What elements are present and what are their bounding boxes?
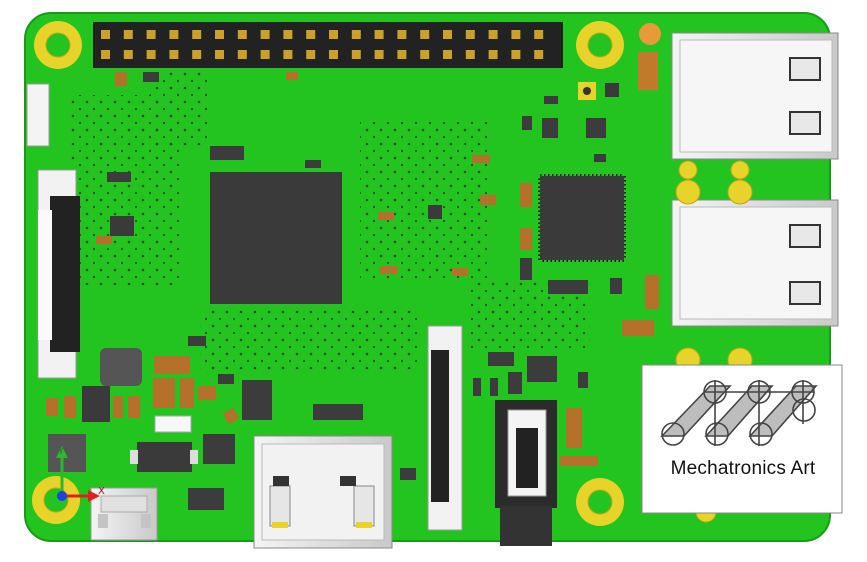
via-field — [70, 70, 590, 370]
gpio-pin — [146, 50, 156, 59]
gpio-pin — [169, 50, 179, 59]
gpio-pin — [237, 50, 247, 59]
gpio-pin — [465, 30, 475, 39]
gpio-pin — [192, 50, 202, 59]
micro-usb-power-connector — [90, 487, 158, 541]
axis-y-label: Y — [57, 446, 65, 457]
gpio-pin — [101, 50, 110, 59]
gpio-pin — [374, 50, 384, 59]
gpio-pin — [488, 30, 498, 39]
mounting-hole-bottom-right — [576, 478, 624, 526]
usb-port-bottom — [671, 199, 839, 327]
gpio-pin — [329, 50, 338, 59]
gpio-pin — [351, 50, 361, 59]
csi-connector — [427, 325, 463, 531]
display-connector — [26, 83, 50, 147]
mounting-hole-top-right — [576, 21, 624, 69]
gpio-pin — [306, 30, 316, 39]
gpio-pin — [534, 50, 544, 59]
gpio-pin — [306, 50, 316, 59]
axis-x-label: X — [98, 486, 105, 497]
smd-components — [107, 72, 622, 510]
passive-components — [46, 72, 659, 466]
gpio-pin — [534, 30, 544, 39]
small-ic — [428, 205, 442, 219]
gpio-pin — [260, 30, 270, 39]
gpio-pin — [488, 50, 498, 59]
inductor — [100, 348, 142, 386]
gpio-header — [93, 22, 563, 68]
gpio-pin — [169, 30, 179, 39]
usb-port-top — [671, 32, 839, 160]
gpio-pin — [283, 50, 293, 59]
gpio-pin — [260, 50, 270, 59]
mechatronics-art-logo-icon — [660, 380, 818, 446]
component — [638, 52, 658, 90]
audio-jack — [495, 400, 557, 546]
gpio-pin — [192, 30, 202, 39]
gpio-pin — [101, 30, 110, 39]
gpio-pin — [420, 30, 430, 39]
gpio-pin — [123, 50, 133, 59]
soc-chip — [210, 172, 342, 304]
gpio-pin — [215, 30, 224, 39]
gpio-pin — [443, 30, 452, 39]
gpio-pin — [465, 50, 475, 59]
gpio-pin — [215, 50, 224, 59]
gpio-pin — [283, 30, 293, 39]
gpio-pin — [374, 30, 384, 39]
logo-text: Mechatronics Art — [670, 458, 816, 479]
mounting-hole-top-left — [34, 21, 82, 69]
regulator-ic — [137, 442, 192, 472]
grey-square-component — [48, 434, 86, 472]
white-component — [154, 415, 192, 433]
gpio-pin — [511, 30, 521, 39]
mounting-hole-bottom-left — [32, 476, 80, 524]
small-ic — [110, 216, 134, 236]
gpio-pin — [397, 30, 407, 39]
gpio-pin — [443, 50, 452, 59]
gpio-pin — [123, 30, 133, 39]
hdmi-connector — [253, 435, 393, 549]
gpio-pin — [420, 50, 430, 59]
gpio-pin — [397, 50, 407, 59]
small-ic — [82, 386, 110, 422]
gpio-pin — [351, 30, 361, 39]
dsi-connector — [37, 169, 80, 379]
gpio-pin — [146, 30, 156, 39]
gpio-pin — [511, 50, 521, 59]
coordinate-axis-icon: Y X — [56, 446, 105, 502]
gpio-pin — [237, 30, 247, 39]
test-pad — [639, 23, 661, 45]
gpio-pin — [329, 30, 338, 39]
